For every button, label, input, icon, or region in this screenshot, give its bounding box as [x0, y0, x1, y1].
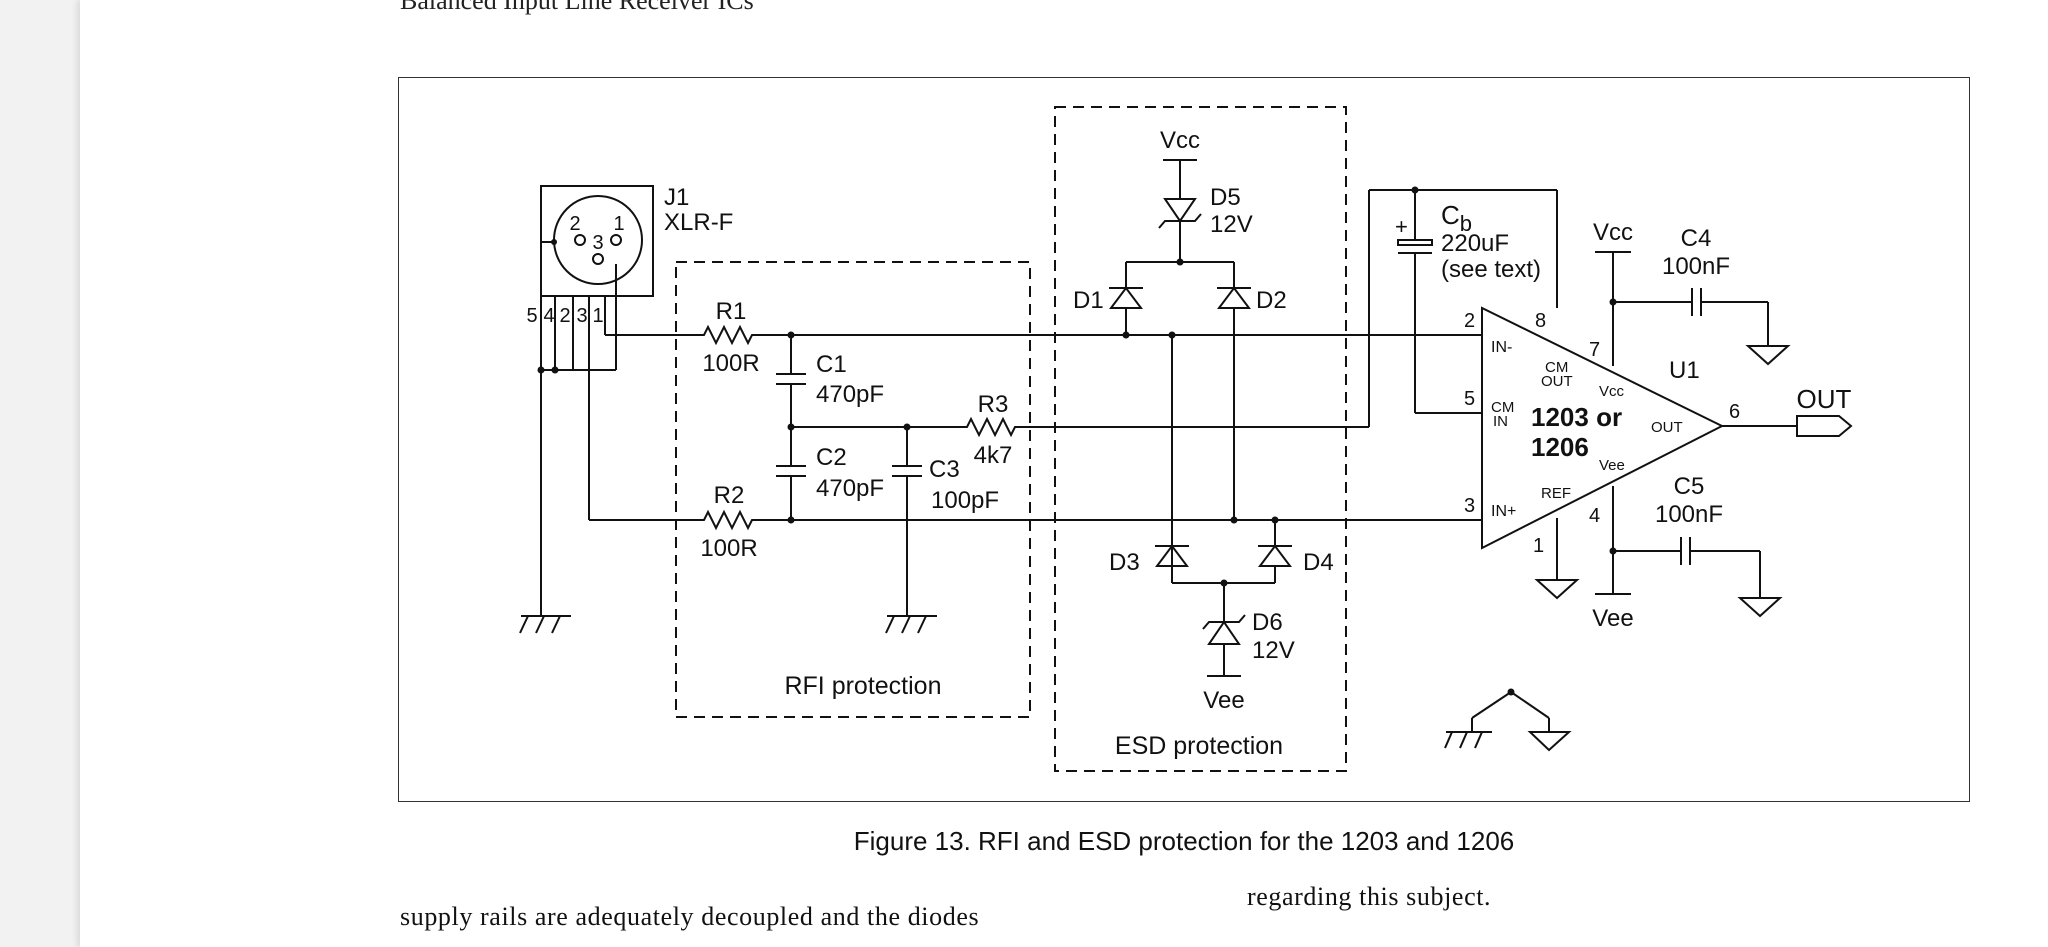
- r3-ref: R3: [978, 391, 1009, 418]
- pin-number: 7: [1589, 339, 1600, 361]
- d3-d4-diodes: [1155, 516, 1292, 587]
- figure-caption: Figure 13. RFI and ESD protection for th…: [853, 826, 1515, 856]
- r2-resistor: [699, 509, 791, 531]
- d6-zener: [1202, 583, 1246, 677]
- terminal-label: 5: [526, 305, 537, 327]
- d5-zener: [1158, 159, 1202, 266]
- xlr-pin-label: 2: [569, 213, 580, 235]
- vee-esd-label: Vee: [1203, 687, 1244, 714]
- cb-note: (see text): [1441, 256, 1541, 283]
- pin-out-label: OUT: [1651, 419, 1683, 436]
- figure-frame: J1 XLR-F 2 3 1: [398, 77, 1970, 802]
- c5-decoupling: [1595, 486, 1783, 618]
- d1-ref: D1: [1073, 287, 1104, 314]
- cb-capacitor: [1368, 186, 1558, 427]
- r3-resistor: [963, 416, 1369, 438]
- c4-ref: C4: [1681, 225, 1712, 252]
- c4-decoupling: [1595, 251, 1791, 366]
- c5-value: 100nF: [1655, 501, 1723, 528]
- d5-value: 12V: [1210, 211, 1253, 238]
- d4-ref: D4: [1303, 549, 1334, 576]
- r1-ref: R1: [716, 298, 747, 325]
- cb-ref: Cb: [1441, 200, 1472, 236]
- connector-type: XLR-F: [664, 209, 733, 236]
- r1-value: 100R: [702, 350, 759, 377]
- terminal-label: 4: [543, 305, 554, 327]
- terminal-label: 1: [592, 305, 603, 327]
- pin-number: 3: [1464, 495, 1475, 517]
- terminal-label: 3: [576, 305, 587, 327]
- d3-ref: D3: [1109, 549, 1140, 576]
- c1-c2-capacitors: [776, 331, 806, 524]
- r2-ref: R2: [714, 482, 745, 509]
- xlr-pin-label: 3: [592, 232, 603, 254]
- ground-symbols: [1444, 688, 1572, 752]
- r3-value: 4k7: [974, 442, 1013, 469]
- vcc-supply-label: Vcc: [1593, 219, 1633, 246]
- d1-d2-diodes: [1109, 261, 1251, 546]
- pin-vee-label: Vee: [1599, 457, 1625, 474]
- u1-part-line1: 1203 or: [1531, 402, 1622, 432]
- r2-value: 100R: [700, 535, 757, 562]
- c3-ref: C3: [929, 456, 960, 483]
- connector-ref: J1: [664, 184, 689, 211]
- rfi-protection-block: [675, 261, 1031, 718]
- cb-ref-main: C: [1441, 200, 1460, 230]
- c1-ref: C1: [816, 351, 847, 378]
- cb-value: 220uF: [1441, 230, 1509, 257]
- d6-value: 12V: [1252, 637, 1295, 664]
- pin-in-minus-label: IN-: [1491, 339, 1512, 356]
- pin-vcc-label: Vcc: [1599, 383, 1625, 400]
- vcc-esd-label: Vcc: [1160, 127, 1200, 154]
- pin-number: 2: [1464, 310, 1475, 332]
- terminal-label: 2: [559, 305, 570, 327]
- c3-capacitor: [791, 423, 963, 634]
- body-text-left: supply rails are adequately decoupled an…: [400, 902, 980, 931]
- c2-ref: C2: [816, 444, 847, 471]
- d2-ref: D2: [1256, 287, 1287, 314]
- vee-supply-label: Vee: [1592, 605, 1633, 632]
- pin-cm-in-label: CM: [1491, 399, 1514, 416]
- xlr-connector: [540, 185, 654, 297]
- r1-resistor: [699, 324, 791, 346]
- pin-cm-in-label: IN: [1493, 413, 1508, 430]
- c3-value: 100pF: [931, 487, 999, 514]
- rfi-block-label: RFI protection: [784, 672, 941, 700]
- pin-cm-out-label: OUT: [1541, 373, 1573, 390]
- pin-number: 4: [1589, 505, 1600, 527]
- cb-ref-sub: b: [1460, 211, 1472, 236]
- pin-ref-label: REF: [1541, 485, 1571, 502]
- connector-terminals: [519, 264, 699, 634]
- pin-in-plus-label: IN+: [1491, 503, 1516, 520]
- body-text-right: regarding this subject.: [1247, 882, 1492, 911]
- c5-ref: C5: [1674, 473, 1705, 500]
- ref-ground: [1534, 518, 1580, 600]
- esd-protection-block: [1054, 106, 1347, 772]
- pin-number: 5: [1464, 388, 1475, 410]
- d5-ref: D5: [1210, 184, 1241, 211]
- c2-value: 470pF: [816, 475, 884, 502]
- pin-cm-out-label: CM: [1545, 359, 1568, 376]
- d6-ref: D6: [1252, 609, 1283, 636]
- u1-part-line2: 1206: [1531, 432, 1589, 462]
- output-label: OUT: [1797, 384, 1852, 414]
- schematic-diagram: J1 XLR-F 2 3 1: [519, 106, 1853, 772]
- document-page: Balanced Input Line Receiver ICs J1 XLR-…: [80, 0, 2048, 947]
- cb-plus-sign: +: [1395, 214, 1408, 239]
- pin-number: 1: [1533, 535, 1544, 557]
- c4-value: 100nF: [1662, 253, 1730, 280]
- esd-block-label: ESD protection: [1115, 732, 1283, 760]
- pin-number: 6: [1729, 401, 1740, 423]
- pin-number: 8: [1535, 310, 1546, 332]
- xlr-pin-label: 1: [613, 213, 624, 235]
- u1-ref: U1: [1669, 357, 1700, 384]
- page-header: Balanced Input Line Receiver ICs: [400, 0, 754, 15]
- u1-amplifier: [1481, 306, 1725, 550]
- output-port: [1722, 415, 1853, 437]
- c1-value: 470pF: [816, 381, 884, 408]
